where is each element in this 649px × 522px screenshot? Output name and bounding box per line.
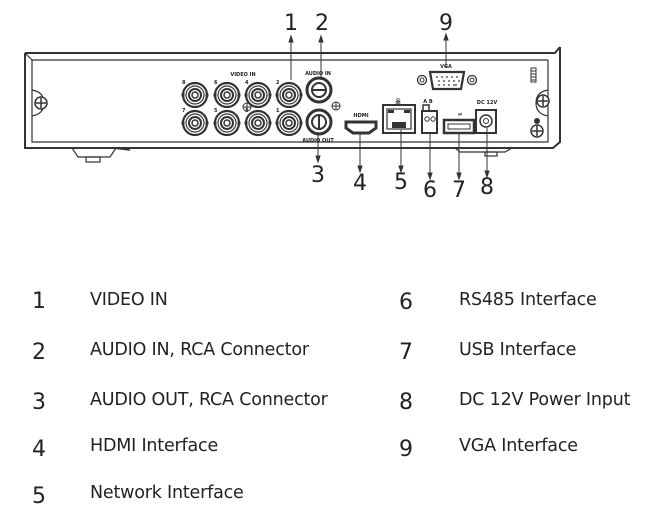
- bnc-connector: 3: [244, 108, 272, 137]
- bnc-channel-number: 8: [182, 80, 186, 86]
- callout-leaders: [288, 32, 490, 181]
- callout-1: 1: [284, 11, 298, 36]
- audio-out-rca-connector: [305, 108, 333, 136]
- legend-label: VGA Interface: [459, 436, 578, 456]
- legend-label: DC 12V Power Input: [459, 390, 631, 410]
- legend-label: VIDEO IN: [90, 290, 168, 310]
- svg-text:品: 品: [395, 98, 400, 105]
- video-in-panel-label: VIDEO IN: [230, 72, 255, 78]
- legend-label: AUDIO OUT, RCA Connector: [90, 390, 328, 410]
- bnc-channel-number: 5: [214, 108, 218, 114]
- ground-icon: [242, 102, 252, 112]
- legend-number: 8: [399, 390, 413, 415]
- callout-4: 4: [353, 171, 367, 196]
- bnc-connector: 5: [213, 108, 241, 137]
- ground-icon: [331, 101, 341, 111]
- legend-label: AUDIO IN, RCA Connector: [90, 340, 309, 360]
- callout-2: 2: [315, 11, 329, 36]
- bnc-channel-number: 2: [276, 80, 280, 86]
- legend-label: Network Interface: [90, 483, 244, 503]
- legend-number: 4: [32, 437, 46, 462]
- bnc-connector: 4: [244, 80, 272, 109]
- bnc-connector: 8: [181, 80, 209, 109]
- audio-in-rca-connector: [305, 76, 333, 104]
- bnc-connector: 6: [213, 80, 241, 109]
- bnc-connector: 2: [275, 80, 303, 109]
- legend-number: 1: [32, 289, 46, 314]
- network-port: 品: [382, 98, 416, 134]
- bnc-channel-number: 1: [276, 108, 280, 114]
- screw-icon: [34, 96, 48, 110]
- legend-number: 2: [32, 340, 46, 365]
- usb-icon: ⇌: [458, 112, 462, 118]
- callout-9: 9: [439, 11, 453, 36]
- bnc-channel-number: 4: [245, 80, 249, 86]
- legend-label: USB Interface: [459, 340, 577, 360]
- chassis: [24, 46, 561, 163]
- bnc-channel-number: 7: [182, 108, 186, 114]
- callout-6: 6: [423, 178, 437, 203]
- legend-label: RS485 Interface: [459, 290, 597, 310]
- rs485-panel-label: A B: [423, 99, 433, 105]
- callout-8: 8: [480, 175, 494, 200]
- vent-icon: [530, 67, 537, 83]
- legend-number: 6: [399, 290, 413, 315]
- vga-port: [416, 70, 478, 91]
- hdmi-panel-label: HDMI: [353, 113, 368, 119]
- power-jack: [475, 109, 497, 134]
- legend-label: HDMI Interface: [90, 436, 219, 456]
- legend-number: 9: [399, 437, 413, 462]
- callout-7: 7: [452, 178, 466, 203]
- legend-number: 7: [399, 340, 413, 365]
- audio-in-panel-label: AUDIO IN: [305, 71, 331, 77]
- bnc-connector: 1: [275, 108, 303, 137]
- callout-3: 3: [311, 163, 325, 188]
- hdmi-port: [344, 120, 378, 135]
- bnc-channel-number: 6: [214, 80, 218, 86]
- bnc-connector: 7: [181, 108, 209, 137]
- legend-number: 5: [32, 484, 46, 509]
- usb-port: ⇌: [442, 112, 476, 135]
- callout-5: 5: [394, 170, 408, 195]
- ground-screw-icon: [530, 118, 544, 138]
- legend-number: 3: [32, 390, 46, 415]
- screw-icon: [536, 94, 550, 108]
- power-panel-label: DC 12V: [477, 100, 498, 106]
